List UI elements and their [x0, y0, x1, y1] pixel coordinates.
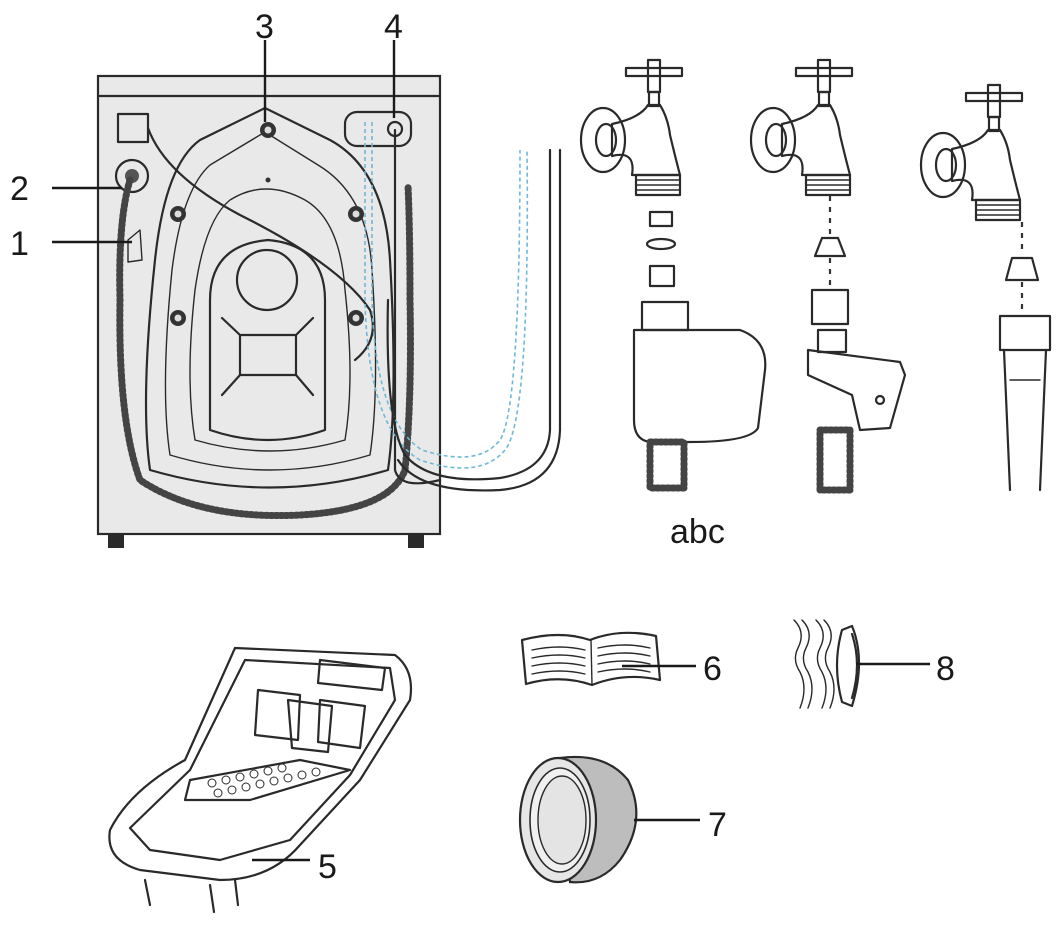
callout-8: 8 [936, 650, 955, 688]
detergent-drawer [108, 646, 413, 914]
tap-b [749, 58, 854, 197]
manual-booklet [520, 631, 662, 687]
callout-5: 5 [318, 848, 337, 886]
washing-machine-rear [96, 74, 562, 548]
foot-left [108, 534, 124, 548]
tap-c [919, 83, 1024, 222]
callout-2: 2 [10, 170, 29, 208]
tap-a [579, 58, 684, 197]
tap-b-fittings [806, 196, 907, 494]
seals-and-plug [793, 619, 861, 709]
callout-4: 4 [384, 8, 403, 46]
callout-3: 3 [255, 8, 274, 46]
callout-6: 6 [703, 650, 722, 688]
callout-1: 1 [10, 225, 29, 263]
tap-a-fittings [632, 210, 767, 492]
foot-right [408, 534, 424, 548]
tap-c-fittings [998, 222, 1052, 492]
callout-7: 7 [708, 806, 727, 844]
tap-caption: abc [670, 513, 725, 551]
inlet-nut [518, 755, 638, 884]
